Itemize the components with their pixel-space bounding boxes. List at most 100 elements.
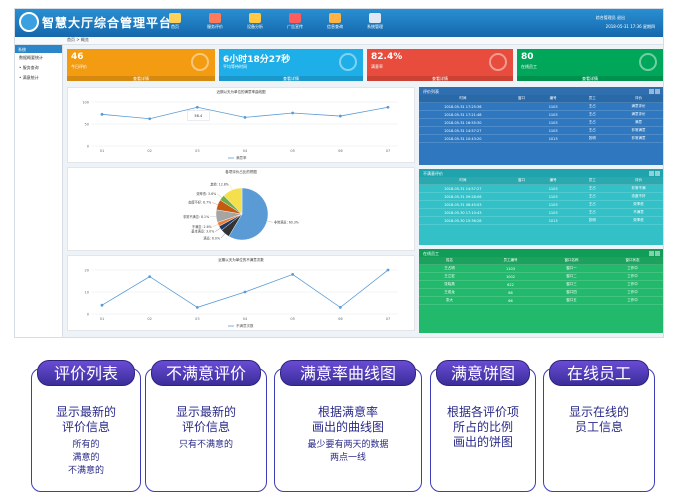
table-cell: 王成龙 (444, 290, 455, 294)
table-cell: 1103 (548, 128, 558, 133)
data-point[interactable] (291, 273, 295, 276)
x-tick-label: 04 (243, 317, 248, 321)
column-header[interactable]: 时间 (459, 96, 467, 100)
stat-card-2: 82.4%满意率查看详情 (367, 49, 513, 81)
column-header[interactable]: 窗口名称 (564, 258, 579, 262)
close-icon[interactable] (655, 250, 660, 256)
legend-label: 不满意次数 (236, 323, 254, 328)
stat-detail-link[interactable]: 查看详情 (219, 76, 363, 81)
pie-slice[interactable] (223, 187, 243, 215)
table-cell: 2018-05-31 08:45:03 (444, 202, 482, 207)
pie-label-line (229, 184, 233, 191)
feature-desc-line: 画出的饼图 (452, 435, 513, 449)
sidebar-item-satisfaction[interactable]: • 满意统计 (19, 75, 39, 80)
column-header[interactable]: 窗口 (517, 96, 525, 100)
table-cell: 1103 (548, 194, 558, 199)
series-line (101, 269, 389, 308)
column-header[interactable]: 员工 (588, 178, 596, 182)
data-point[interactable] (100, 303, 104, 307)
column-header[interactable]: 员工 (588, 96, 596, 100)
nav-item-4[interactable]: 信息查询 (315, 11, 355, 35)
collapse-icon[interactable] (649, 88, 654, 94)
table-cell: 窗口四 (566, 290, 577, 294)
data-point[interactable] (386, 105, 390, 109)
nav-item-2[interactable]: 设备分析 (235, 11, 275, 35)
column-header[interactable]: 时间 (459, 178, 467, 182)
data-point[interactable] (195, 306, 199, 309)
feature-note-line: 所有的 (72, 440, 100, 450)
sidebar-item-overview[interactable]: 数据概要统计 (19, 55, 43, 60)
close-icon[interactable] (655, 88, 660, 94)
column-header[interactable]: 评价 (635, 96, 643, 100)
data-point[interactable] (338, 306, 342, 309)
data-point[interactable] (148, 275, 152, 278)
pie-slice[interactable] (228, 187, 269, 241)
nav-item-3[interactable]: 广告宣传 (275, 11, 315, 35)
collapse-icon[interactable] (649, 170, 654, 176)
column-header[interactable]: 窗口状态 (625, 258, 640, 262)
table-cell: 工作中 (627, 274, 638, 278)
column-header[interactable]: 编号 (549, 178, 557, 182)
y-tick-label: 0 (87, 313, 89, 317)
table-cell: 王占 (588, 194, 596, 198)
data-point[interactable] (243, 116, 247, 119)
x-tick-label: 01 (100, 149, 104, 153)
pie-label: 效率低: 3.6% (196, 191, 216, 196)
stat-detail-link[interactable]: 查看详情 (67, 76, 215, 81)
nav-item-5[interactable]: 系统管理 (355, 11, 395, 35)
nav-item-1[interactable]: 服务评价 (195, 11, 235, 35)
table-cell: 2018-05-31 10:43:20 (444, 136, 482, 141)
table-cell: 工作中 (627, 290, 638, 294)
stat-card-1: 6小时18分27秒平均等待时间查看详情 (219, 49, 363, 81)
feature-desc-line: 显示在线的 (568, 405, 629, 419)
nav-icon (289, 13, 301, 23)
nav-icon (369, 13, 381, 23)
collapse-icon[interactable] (649, 250, 654, 256)
data-point[interactable] (100, 112, 104, 116)
table-cell: 1103 (548, 202, 558, 207)
column-header[interactable]: 姓名 (446, 258, 453, 262)
satisfaction-pie-chart-panel: 各项评价占比的饼图 非常满意: 60.3%满意: 6.0%基本满意: 3.0%不… (67, 167, 415, 251)
data-point[interactable] (195, 105, 199, 109)
close-icon[interactable] (655, 170, 660, 176)
feature-title: 不满意评价 (151, 360, 261, 386)
data-point[interactable] (243, 290, 247, 294)
column-header[interactable]: 窗口 (517, 178, 525, 182)
tooltip (187, 110, 210, 121)
column-header[interactable]: 评价 (635, 178, 643, 182)
table-header-row: 时间 窗口 编号 员工 评价 (419, 95, 663, 103)
user-info[interactable]: 综合管理员 退出 (595, 15, 625, 20)
sidebar-item-service[interactable]: • 服务查询 (19, 65, 39, 70)
stat-icon (339, 53, 357, 71)
legend-label: 满意率 (236, 155, 247, 160)
nav-item-0[interactable]: 首页 (155, 11, 195, 35)
stat-detail-link[interactable]: 查看详情 (517, 76, 663, 81)
data-point[interactable] (148, 117, 152, 121)
stat-detail-link[interactable]: 查看详情 (367, 76, 513, 81)
column-header[interactable]: 员工编号 (503, 258, 518, 262)
column-header[interactable]: 编号 (549, 96, 557, 100)
table-cell: 效率低 (633, 202, 644, 206)
feature-desc-line: 根据各评价项 (446, 405, 519, 419)
data-point[interactable] (386, 268, 390, 272)
data-point[interactable] (291, 111, 295, 115)
data-point[interactable] (338, 114, 342, 118)
table-cell: 1103 (548, 210, 558, 215)
